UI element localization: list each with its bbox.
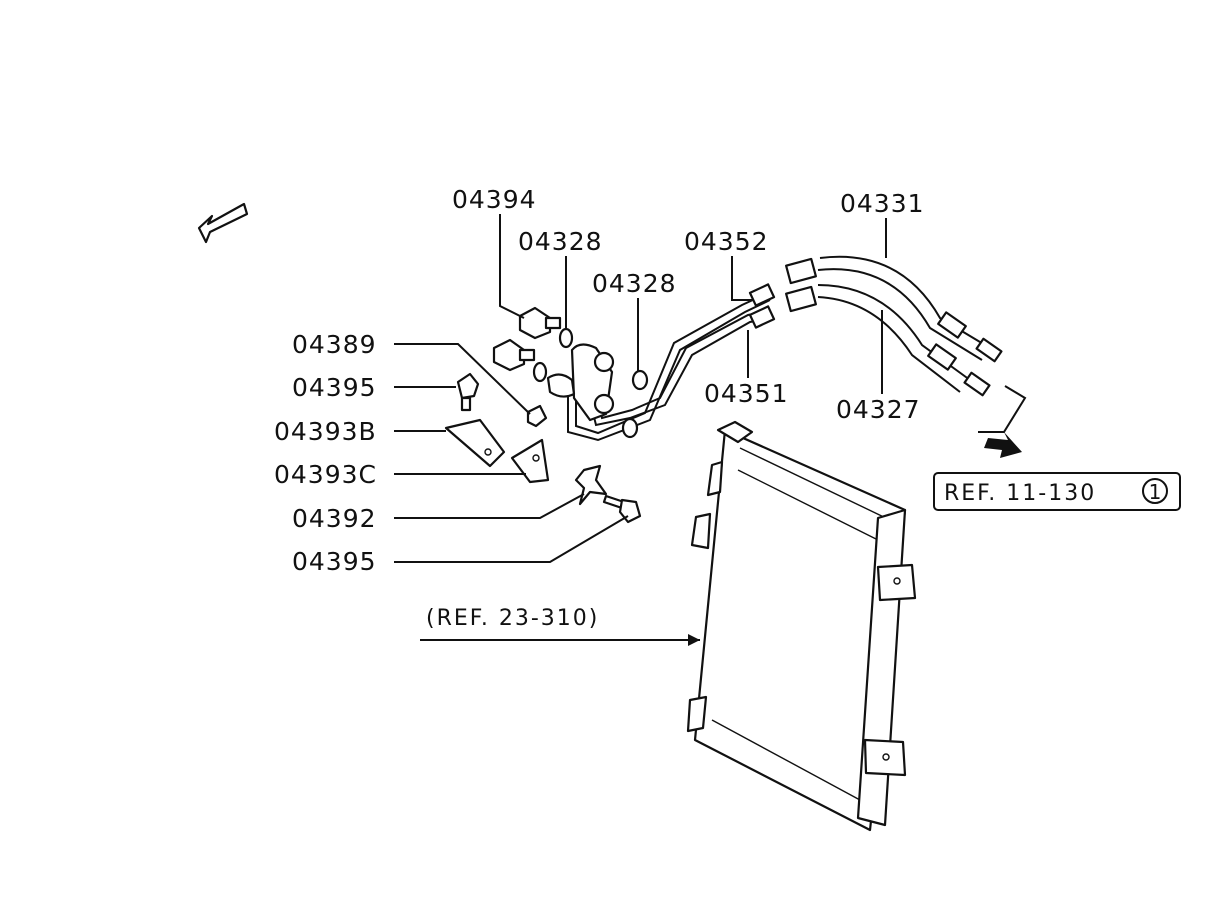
ref-11-130-box[interactable]: REF. 11-130 1: [933, 472, 1181, 511]
label-04393b: 04393B: [274, 417, 377, 446]
ref-circle-icon: [1142, 478, 1168, 504]
label-04351: 04351: [704, 379, 789, 408]
label-04394: 04394: [452, 185, 537, 214]
ref-11-130-circle-number: 1: [1149, 480, 1162, 504]
ref-11-130-text: REF. 11-130: [944, 481, 1096, 506]
oil-cooler: [686, 420, 917, 832]
leader-lines: [394, 214, 1027, 646]
oil-cooler-tubes: [546, 283, 776, 442]
label-04352: 04352: [684, 227, 769, 256]
mounting-hardware: [444, 372, 642, 524]
front-direction-arrow-icon: [197, 202, 249, 244]
ref-23-310-text[interactable]: (REF. 23-310): [426, 606, 599, 631]
label-04393c: 04393C: [274, 460, 377, 489]
label-04327: 04327: [836, 395, 921, 424]
label-04328-right: 04328: [592, 269, 677, 298]
oil-cooler-hoses: [785, 255, 1003, 397]
label-04328-left: 04328: [518, 227, 603, 256]
label-04392: 04392: [292, 504, 377, 533]
label-04395-lower: 04395: [292, 547, 377, 576]
ref-pointer-arrow-icon: [984, 432, 1022, 458]
label-04389: 04389: [292, 330, 377, 359]
eye-bolts-and-gaskets: [492, 306, 649, 439]
label-04331: 04331: [840, 189, 925, 218]
label-04395-upper: 04395: [292, 373, 377, 402]
